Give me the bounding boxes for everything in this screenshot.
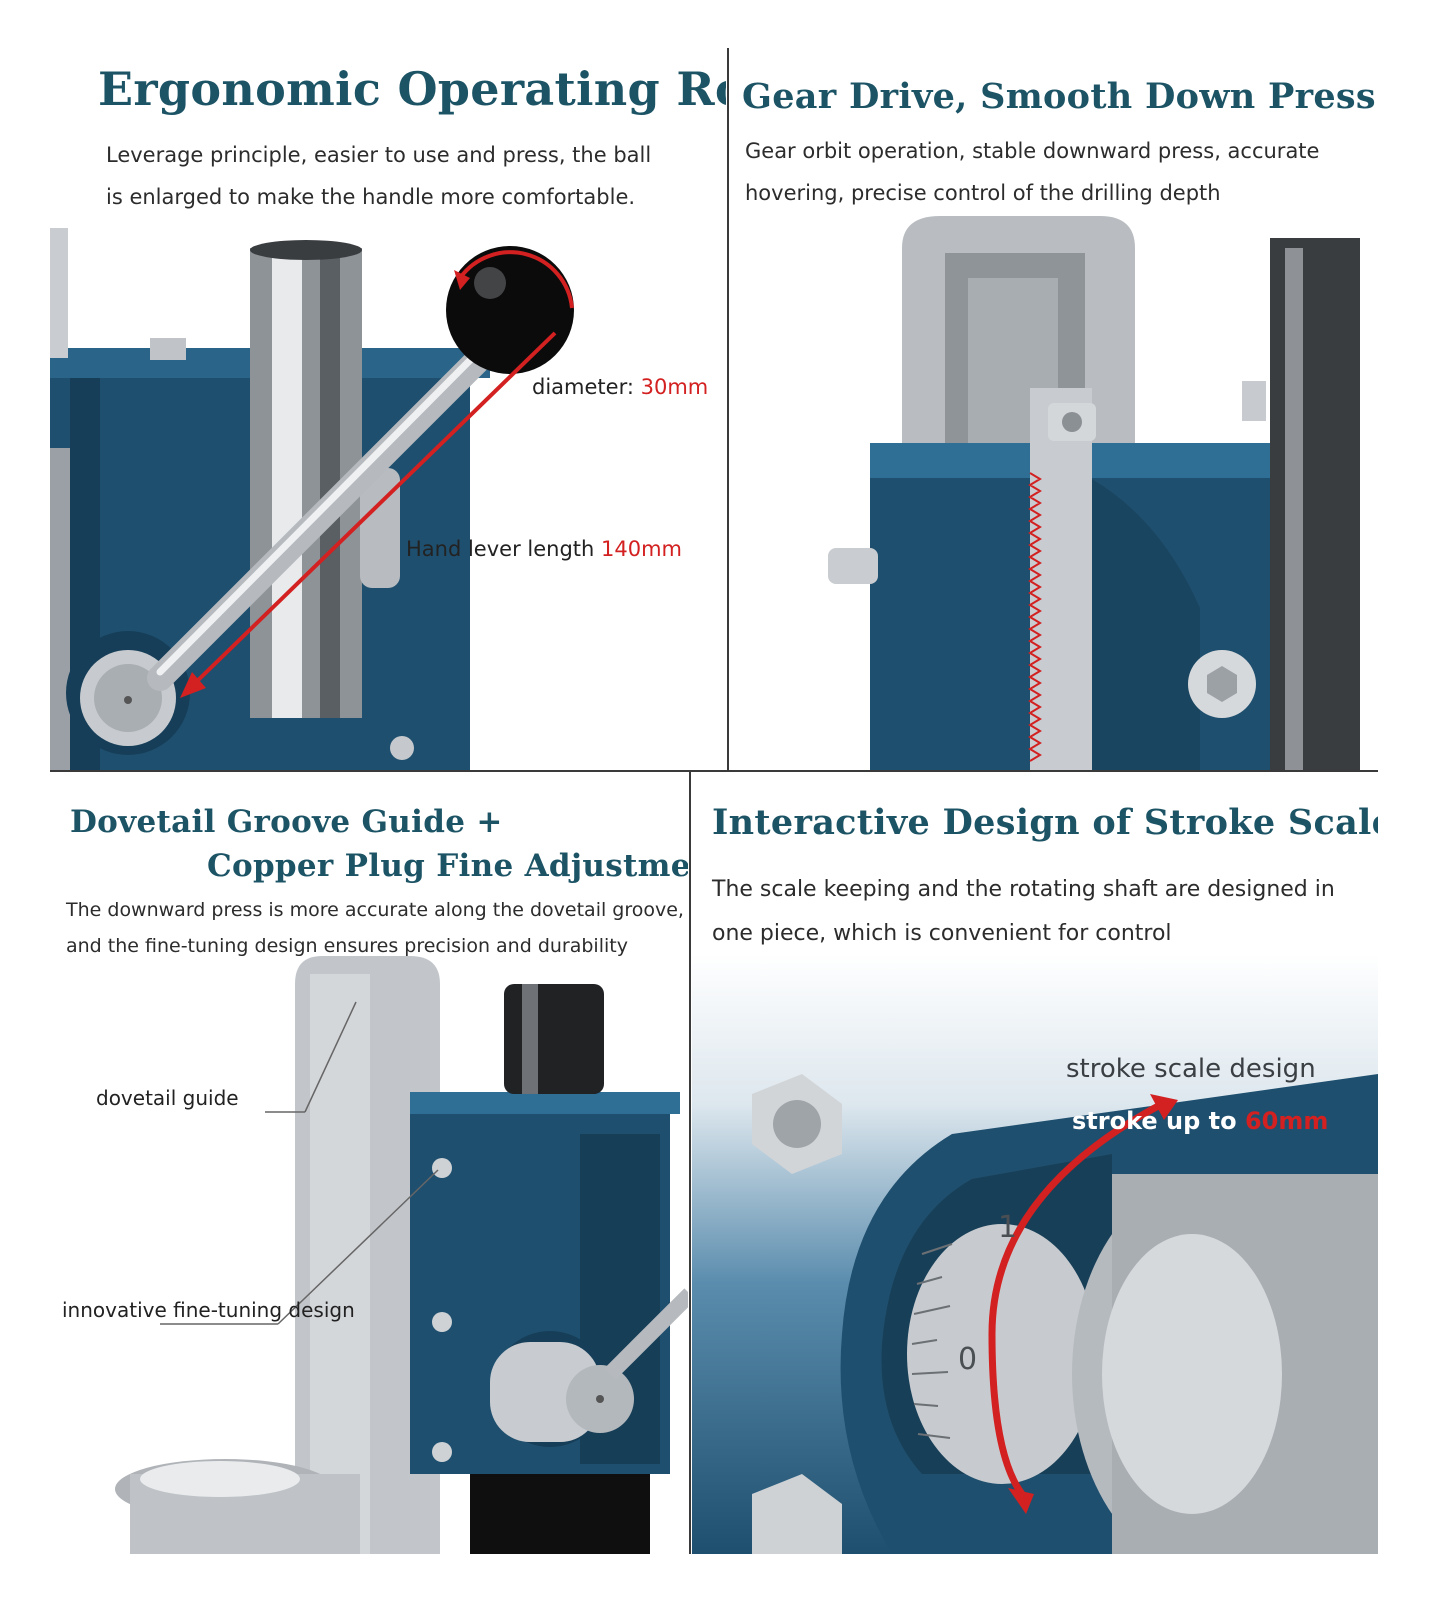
vertical-divider-bottom bbox=[689, 772, 691, 1554]
stroke-range-label: stroke up to bbox=[1072, 1107, 1237, 1135]
diameter-value: 30mm bbox=[640, 375, 709, 399]
scale-mark: 1 bbox=[998, 1210, 1018, 1245]
description-line: hovering, precise control of the drillin… bbox=[745, 181, 1221, 205]
diameter-label: diameter: bbox=[532, 375, 634, 399]
operating-rod-illustration bbox=[50, 228, 574, 770]
description-line: and the fine-tuning design ensures preci… bbox=[66, 935, 628, 957]
description-line: one piece, which is convenient for contr… bbox=[712, 921, 1172, 946]
panel-ergonomic-rod: Ergonomic Operating Rod Leverage princip… bbox=[50, 48, 726, 770]
panel-description: The scale keeping and the rotating shaft… bbox=[712, 868, 1335, 956]
stroke-range-callout: stroke up to 60mm bbox=[1072, 1107, 1328, 1135]
fine-tuning-callout: innovative fine-tuning design bbox=[62, 1298, 355, 1322]
panel-title-line: Copper Plug Fine Adjustment bbox=[207, 848, 688, 884]
panel-dovetail-guide: Dovetail Groove Guide + Copper Plug Fine… bbox=[50, 774, 688, 1554]
scale-mark: 0 bbox=[958, 1342, 978, 1377]
panel-title-line: Dovetail Groove Guide + bbox=[70, 804, 503, 840]
horizontal-divider bbox=[50, 770, 1378, 772]
panel-stroke-scale: Interactive Design of Stroke Scale The s… bbox=[692, 774, 1378, 1554]
lever-length-value: 140mm bbox=[601, 537, 683, 561]
panel-description: Gear orbit operation, stable downward pr… bbox=[745, 130, 1319, 214]
panel-title: Gear Drive, Smooth Down Press bbox=[742, 76, 1376, 117]
description-line: The scale keeping and the rotating shaft… bbox=[712, 877, 1335, 902]
vertical-divider-top bbox=[727, 48, 729, 770]
lever-length-label: Hand lever length bbox=[406, 537, 595, 561]
description-line: is enlarged to make the handle more comf… bbox=[106, 185, 636, 209]
scale-ticks bbox=[911, 1243, 953, 1439]
stroke-scale-callout: stroke scale design bbox=[1066, 1054, 1316, 1084]
gear-drive-illustration bbox=[828, 216, 1360, 770]
panel-title: Ergonomic Operating Rod bbox=[98, 62, 726, 116]
panel-description: The downward press is more accurate alon… bbox=[66, 892, 684, 964]
stroke-scale-illustration bbox=[692, 954, 1378, 1554]
description-line: Leverage principle, easier to use and pr… bbox=[106, 143, 652, 167]
description-line: Gear orbit operation, stable downward pr… bbox=[745, 139, 1320, 163]
panel-description: Leverage principle, easier to use and pr… bbox=[106, 134, 651, 218]
dovetail-guide-callout: dovetail guide bbox=[96, 1086, 239, 1110]
diameter-callout: diameter: 30mm bbox=[532, 375, 708, 399]
panel-title: Interactive Design of Stroke Scale bbox=[712, 802, 1378, 843]
dovetail-illustration bbox=[115, 956, 688, 1554]
rack-teeth bbox=[1028, 472, 1042, 762]
lever-length-callout: Hand lever length 140mm bbox=[406, 537, 682, 561]
stroke-range-value: 60mm bbox=[1244, 1107, 1329, 1135]
panel-gear-drive: Gear Drive, Smooth Down Press Gear orbit… bbox=[730, 48, 1378, 770]
description-line: The downward press is more accurate alon… bbox=[66, 899, 684, 921]
